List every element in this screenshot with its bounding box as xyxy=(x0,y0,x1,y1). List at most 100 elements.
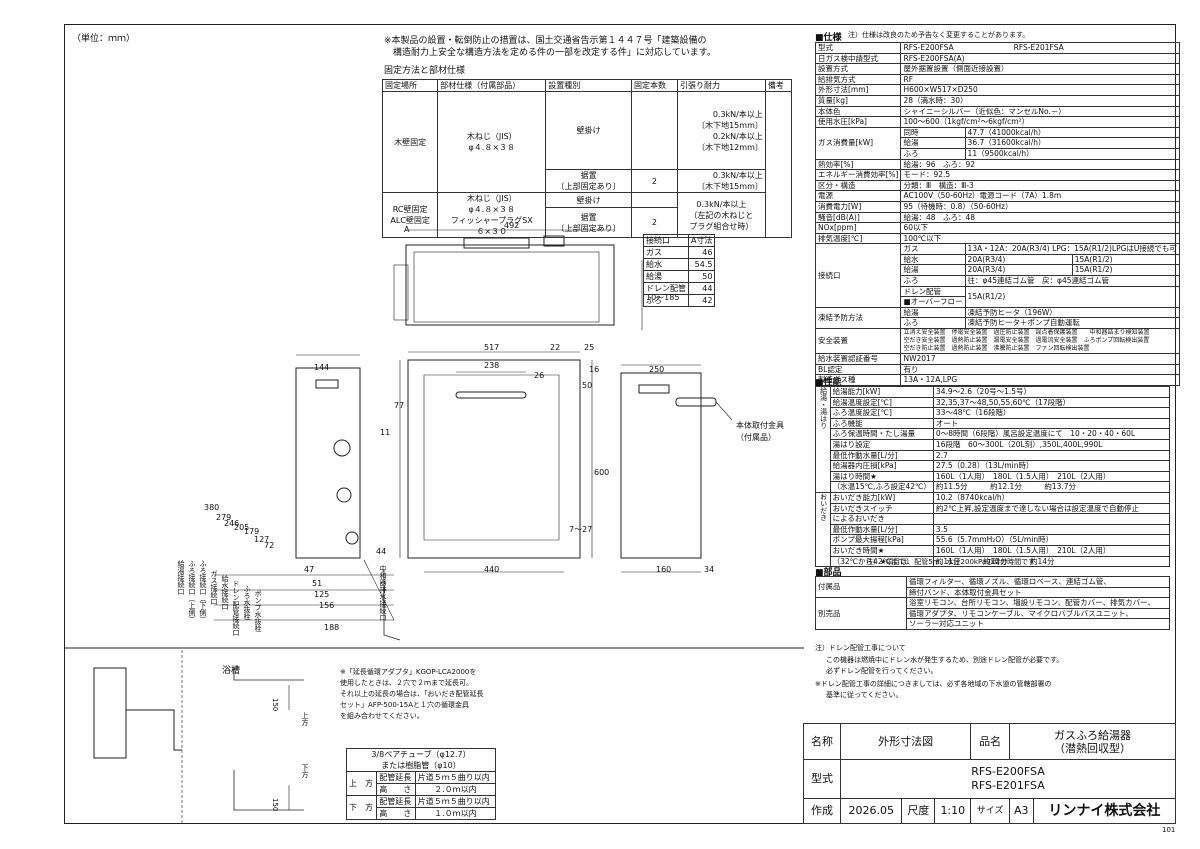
spec-sub: 同時 xyxy=(900,126,966,139)
spec-label: 熱効率[%] xyxy=(814,158,902,171)
spec-value: 凍結予防ヒータ＋ポンプ自動運転 xyxy=(964,317,1180,330)
pipe-up-v1: 片道５ｍ５曲り以内 xyxy=(414,771,497,784)
fixing-header: 固定場所 xyxy=(381,79,439,92)
dim-10-185: 10〜185 xyxy=(646,293,679,302)
spec-gas-label: ガス消費量[kW] xyxy=(814,126,902,160)
rc-place-2: ALC壁固定 xyxy=(390,216,430,225)
dim-11: 11 xyxy=(380,428,390,437)
rc-part-4: ６×３０ xyxy=(476,227,508,236)
dim-160: 160 xyxy=(656,565,671,574)
spec-label: 型式 xyxy=(814,42,902,54)
safety-line: 空だき防止装置 過熱防止装置 沸騰防止装置 ファン回転検出装置 xyxy=(903,345,1090,353)
spec-value: 13A・12A,LPG xyxy=(900,374,1180,386)
parts-opt-1: 浴室リモコン、台所リモコン、増設リモコン、配管カバー、排気カバー、 xyxy=(906,597,1170,609)
perf-value: 0〜8時間（6段階）風呂設定温度にて 10・20・40・60L xyxy=(932,428,1171,440)
perf-label: 最低作動水量[L/分] xyxy=(829,449,934,462)
top-view-pipes xyxy=(393,264,409,321)
floor-type-rc-1: 据置 xyxy=(580,212,597,222)
spec-label: 設置方式 xyxy=(814,63,902,75)
fixing-header: 備考 xyxy=(764,79,793,92)
dim-179: 179 xyxy=(244,527,259,536)
mount-bracket xyxy=(675,397,717,407)
drawing-frame xyxy=(64,24,1176,824)
title-name-label: 名称 xyxy=(803,723,841,760)
dim-517: 517 xyxy=(484,343,499,352)
wood-force-1d: 〔木下地12mm〕 xyxy=(697,142,763,152)
conn-value: 42 xyxy=(687,294,716,307)
spec-sub: 給湯 xyxy=(900,137,966,149)
spec-value: 36.7（31600kcal/h） xyxy=(964,137,1180,149)
spec-sub: ふろ xyxy=(900,147,966,160)
spec-sub: 給湯 xyxy=(900,264,966,277)
side-view-right-plate xyxy=(638,384,670,394)
spec-sub: 給水 xyxy=(900,253,966,266)
bath-drawing xyxy=(93,650,304,824)
side-view-left-port xyxy=(345,531,359,545)
spec-label: 給排気方式 xyxy=(814,73,902,86)
bath-label: 浴槽 xyxy=(222,666,241,676)
perf-label: ふろ保温時間・たし湯量 xyxy=(829,428,934,440)
perf-value: 2.7 xyxy=(932,449,1171,462)
dim-246: 246 xyxy=(224,519,239,528)
rc-part-3: フィッシャープラグSX xyxy=(450,216,533,225)
spec-sub: ■オーバーフロー xyxy=(900,296,966,308)
dim-50: 50 xyxy=(582,381,592,390)
spec-value: 給湯：48 ふろ：48 xyxy=(900,211,1180,224)
fixing-header: 部材仕様（付属部品） xyxy=(437,79,547,92)
safety-line: 空だき安全装置 過熱防止装置 漏電安全装置 過電流安全装置 ふろポンプ回転検出装… xyxy=(903,337,1150,345)
spec-label: 排気温度[℃] xyxy=(814,232,902,245)
dim-205: 205 xyxy=(234,523,249,532)
spec-label: 日ガス検中請型式 xyxy=(814,52,902,65)
dim-47: 47 xyxy=(304,565,314,574)
perf-side-2: おいだき xyxy=(815,491,831,568)
spec-value: 15A(R1/2) xyxy=(1071,264,1180,277)
title-scale: 1:10 xyxy=(934,797,972,825)
dim-127: 127 xyxy=(254,535,269,544)
bath-note-3: それ以上の延長の場合は、「おいだき配管延長 xyxy=(340,690,484,698)
pipe-table: 3/8ペアチューブ（φ12.7） または樹脂管（φ10） 上 方 配管延長 片道… xyxy=(345,748,497,820)
parts-opt-2: 循環アダプタ、リモコンケーブル、マイクロバブルバスユニット、 xyxy=(906,607,1170,620)
perf-label: 湯はり設定 xyxy=(829,438,934,451)
drain-note-4: ※ドレン配管工事の詳細につきましては、必ず各地域の下水道の管轄部署の xyxy=(815,680,1052,688)
wood-force-1b: 〔木下地15mm〕 xyxy=(697,120,763,130)
pipe-title-1: 3/8ペアチューブ（φ12.7） xyxy=(371,750,471,759)
spec-label: 電源 xyxy=(814,190,902,202)
perf-label: ふろ機能 xyxy=(829,417,934,430)
parts-opt-label: 別売品 xyxy=(815,597,907,630)
spec-label: BL認定 xyxy=(814,363,902,376)
spec-label: 本体色 xyxy=(814,105,902,118)
spec-freeze-label: 凍結予防方法 xyxy=(814,306,902,330)
perf-value: 34.9〜2.6（20号〜1.5号） xyxy=(932,386,1171,398)
pipe-up-h1: 配管延長 xyxy=(376,771,416,784)
parts-acc-2: 締付バンド、本体取付金具セット xyxy=(906,586,1170,599)
port-label: ふろ接続口（下側） xyxy=(199,560,207,623)
spec-value: 60以下 xyxy=(900,222,1180,234)
side-view-right-body xyxy=(620,372,702,559)
port-label: ふろ接続口（上側） xyxy=(188,560,196,623)
fixing-header: 固定本数 xyxy=(631,79,678,92)
dim-51: 51 xyxy=(312,579,322,588)
fixing-header: 引張り耐力 xyxy=(676,79,766,92)
rc-part-1: 木ねじ（JIS） xyxy=(466,194,517,203)
title-model-1: RFS-E200FSA xyxy=(971,764,1045,778)
wood-force-2a: 0.3kN/本以上 xyxy=(712,171,763,180)
parts-acc-1: 循環フィルター、循環ノズル、循環ロベース、連結ゴム管、 xyxy=(906,576,1170,588)
title-size-label: サイズ xyxy=(970,797,1010,825)
bath-note-5: を組み合わせてください。 xyxy=(340,712,424,720)
perf-label: おいだき能力[kW] xyxy=(829,491,934,504)
fixing-table: 固定場所 部材仕様（付属部品） 設置種別 固定本数 引張り耐力 備考 木壁固定 … xyxy=(381,79,793,238)
perf-value: 27.5（0.28）（13L/min時） xyxy=(932,460,1171,472)
parts-acc-label: 付属品 xyxy=(815,575,907,599)
pipe-title-2: または樹脂管（φ10） xyxy=(381,761,461,770)
spec-sub: 給湯 xyxy=(900,306,966,319)
dim-188: 188 xyxy=(324,623,339,632)
spec-conn-label: 接続口 xyxy=(814,243,902,308)
spec-value: 28（満水時：30） xyxy=(900,94,1180,107)
company-name: リンナイ株式会社 xyxy=(1032,797,1177,825)
dim-72: 72 xyxy=(264,541,274,550)
bath-note-1: ※「延長循環アダプタ」KGOP-LCA2000を xyxy=(340,668,477,676)
spec-label: 給水装置認証番号 xyxy=(814,353,902,365)
side-view-left-body xyxy=(295,367,361,559)
perf-value: 3.5 xyxy=(932,523,1171,536)
